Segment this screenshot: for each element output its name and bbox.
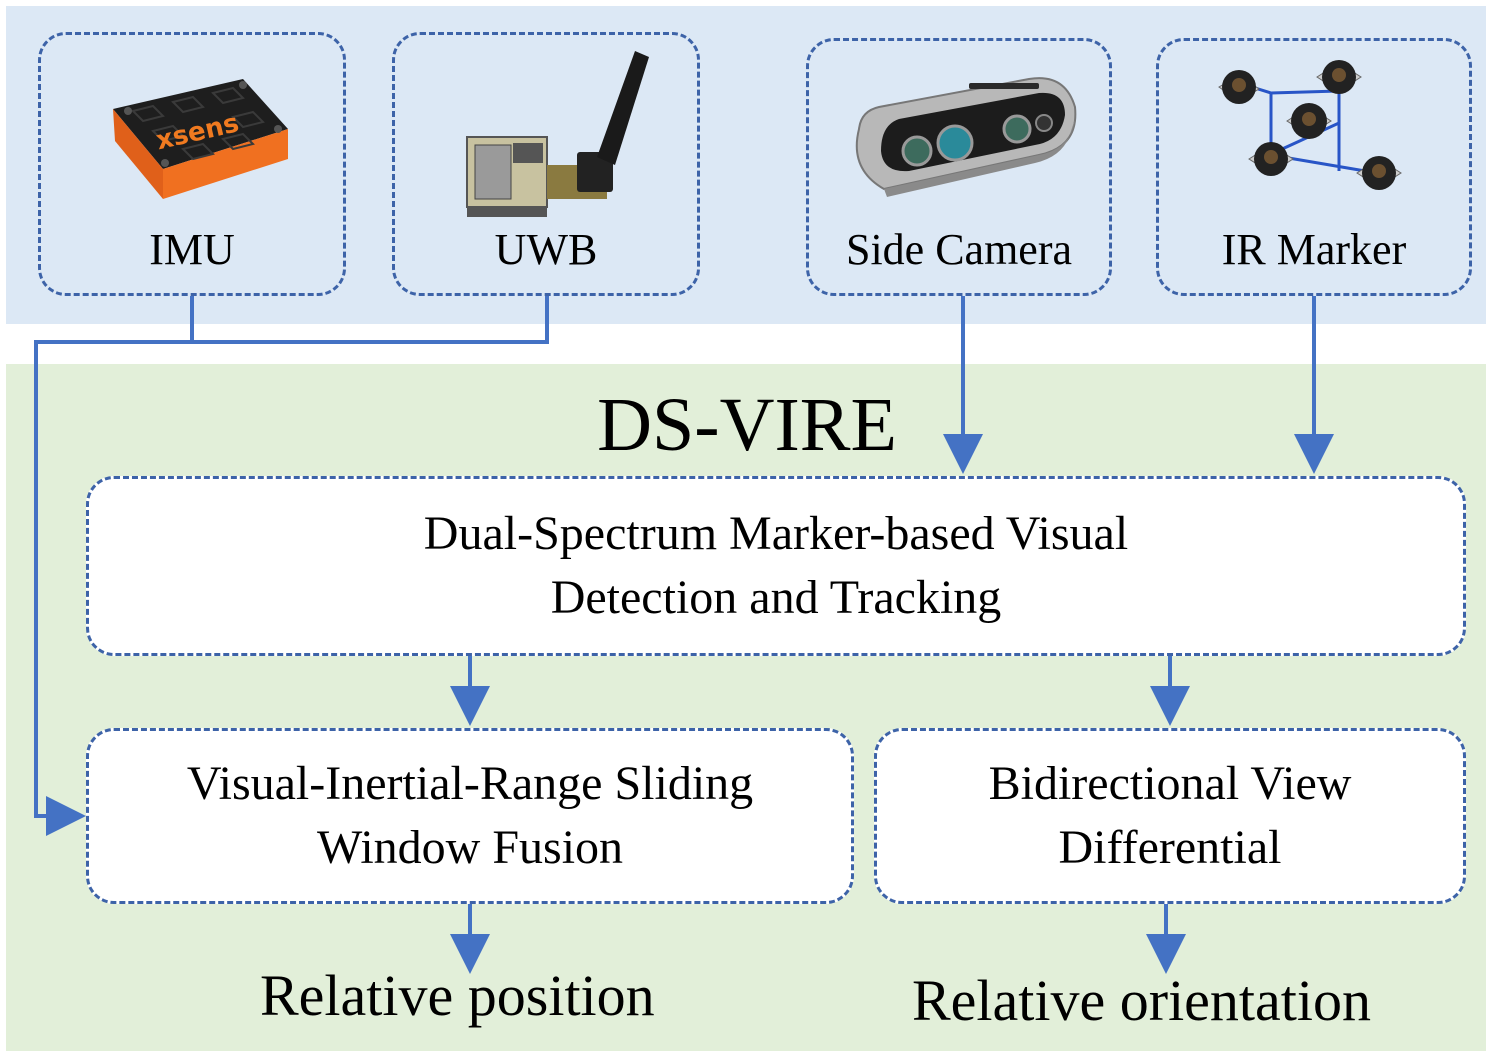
side-camera-label: Side Camera xyxy=(845,225,1073,274)
ir-marker-label: IR Marker xyxy=(1221,225,1407,274)
imu-label: IMU xyxy=(149,225,235,274)
depth-camera-icon xyxy=(855,77,1077,197)
imu-uwb-to-fusion-arrow xyxy=(34,296,194,836)
detection-tracking-label: Dual-Spectrum Marker-based Visual Detect… xyxy=(423,507,1129,624)
xsens-imu-icon: xsens xyxy=(113,79,288,199)
uwb-label: UWB xyxy=(494,225,598,274)
relative-orientation-output: Relative orientation xyxy=(912,968,1372,1033)
bidirectional-view-label: Bidirectional View Differential xyxy=(988,757,1352,874)
ir-marker-sensor-box: IR Marker xyxy=(1156,38,1472,296)
uwb-sensor-box: UWB xyxy=(392,32,700,296)
sliding-window-fusion-label: Visual-Inertial-Range Sliding Window Fus… xyxy=(186,757,754,874)
uwb-module-antenna-icon xyxy=(466,51,649,217)
sliding-window-fusion-box: Visual-Inertial-Range Sliding Window Fus… xyxy=(86,728,854,904)
system-title: DS-VIRE xyxy=(597,383,897,467)
side-camera-sensor-box: Side Camera xyxy=(806,38,1112,296)
imu-sensor-box: xsens IMU xyxy=(38,32,346,296)
detection-tracking-box: Dual-Spectrum Marker-based Visual Detect… xyxy=(86,476,1466,656)
ir-led-marker-icon xyxy=(1218,60,1402,190)
uwb-merge-line xyxy=(192,296,549,344)
bidirectional-view-box: Bidirectional View Differential xyxy=(874,728,1466,904)
